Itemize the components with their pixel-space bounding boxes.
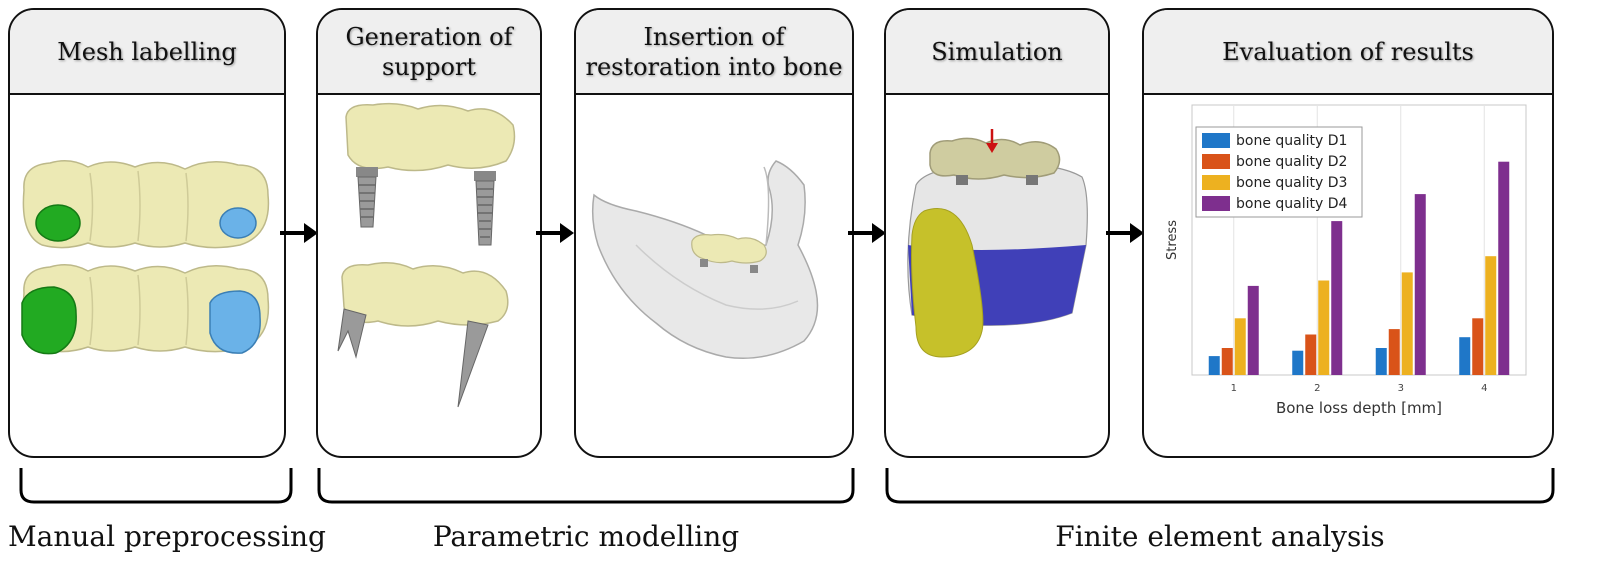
panel-chart: 1 2 3 4 Stress Bone loss depth [mm] bone qu…: [1144, 95, 1552, 456]
panel-title: Generation of support: [318, 10, 540, 95]
panel-generation-of-support: Generation of support: [316, 8, 542, 458]
panel-insertion-into-bone: Insertion of restoration into bone: [574, 8, 854, 458]
x-tick-label: 1: [1231, 383, 1237, 394]
bar: [1459, 337, 1471, 375]
legend-swatch: [1202, 133, 1230, 148]
bar: [1414, 194, 1426, 375]
arrow-right-icon: [536, 223, 574, 243]
bar: [1247, 285, 1259, 375]
bar: [1234, 318, 1246, 375]
stage-bracket-parametric: [317, 468, 855, 504]
x-tick-label: 4: [1481, 383, 1487, 394]
bar: [1208, 356, 1220, 375]
bridge-in-bone: [691, 233, 767, 273]
panel-illustration: [10, 95, 284, 456]
legend: bone quality D1 bone quality D2 bone quali…: [1195, 126, 1363, 218]
simulation-bridge: [929, 137, 1061, 185]
bars: [1208, 161, 1510, 375]
implant-support-illustration: [337, 102, 516, 408]
implant-bridge: [345, 102, 516, 246]
legend-swatch: [1202, 196, 1230, 211]
simulation-illustration: [907, 129, 1088, 358]
crown-bridge-bottom: [21, 264, 270, 355]
x-tick-label: 2: [1314, 383, 1320, 394]
panel-illustration: [576, 95, 852, 456]
arrow-right-icon: [1106, 223, 1144, 243]
bar: [1318, 280, 1330, 375]
panel-mesh-labelling: Mesh labelling: [8, 8, 286, 458]
bar: [1221, 348, 1233, 375]
legend-swatch: [1202, 154, 1230, 169]
arrow-right-icon: [280, 223, 318, 243]
stress-bar-chart: 1 2 3 4 Stress Bone loss depth [mm] bone qu…: [1165, 104, 1527, 417]
legend-entry: bone quality D1: [1236, 133, 1347, 149]
stage-label-manual-preprocessing: Manual preprocessing: [8, 520, 326, 553]
bar: [1305, 334, 1317, 375]
mandible-illustration: [591, 160, 819, 360]
panel-title: Insertion of restoration into bone: [576, 10, 852, 95]
bar: [1375, 348, 1387, 375]
labelled-bridge-illustration: [21, 160, 270, 355]
bar: [1401, 272, 1413, 375]
legend-entry: bone quality D4: [1236, 196, 1348, 212]
simulation-block: [907, 163, 1088, 358]
load-arrow-icon: [986, 129, 998, 153]
root-bridge: [337, 262, 509, 408]
legend-entry: bone quality D3: [1236, 175, 1347, 191]
stage-bracket-fea: [885, 468, 1555, 504]
panel-title: Evaluation of results: [1144, 10, 1552, 95]
panel-simulation: Simulation: [884, 8, 1110, 458]
stage-label-finite-element-analysis: Finite element analysis: [1055, 520, 1385, 553]
y-axis-label: Stress: [1165, 220, 1180, 260]
bar: [1498, 161, 1510, 375]
panel-illustration: [886, 95, 1108, 456]
panel-title: Mesh labelling: [10, 10, 284, 95]
bar: [1388, 329, 1400, 375]
panel-evaluation-of-results: Evaluation of results 1 2 3 4 Stress Bone l…: [1142, 8, 1554, 458]
bar: [1292, 350, 1304, 375]
legend-swatch: [1202, 175, 1230, 190]
x-axis-label: Bone loss depth [mm]: [1276, 399, 1442, 417]
bar: [1485, 256, 1497, 375]
stage-label-parametric-modelling: Parametric modelling: [432, 520, 740, 553]
arrow-right-icon: [848, 223, 886, 243]
crown-bridge-top: [22, 160, 270, 249]
stage-bracket-manual: [19, 468, 293, 504]
x-tick-labels: 1 2 3 4: [1231, 383, 1488, 394]
panel-title: Simulation: [886, 10, 1108, 95]
bar: [1472, 318, 1484, 375]
panel-illustration: [318, 95, 540, 456]
x-tick-label: 3: [1398, 383, 1404, 394]
legend-entry: bone quality D2: [1236, 154, 1347, 170]
bar: [1331, 221, 1343, 375]
